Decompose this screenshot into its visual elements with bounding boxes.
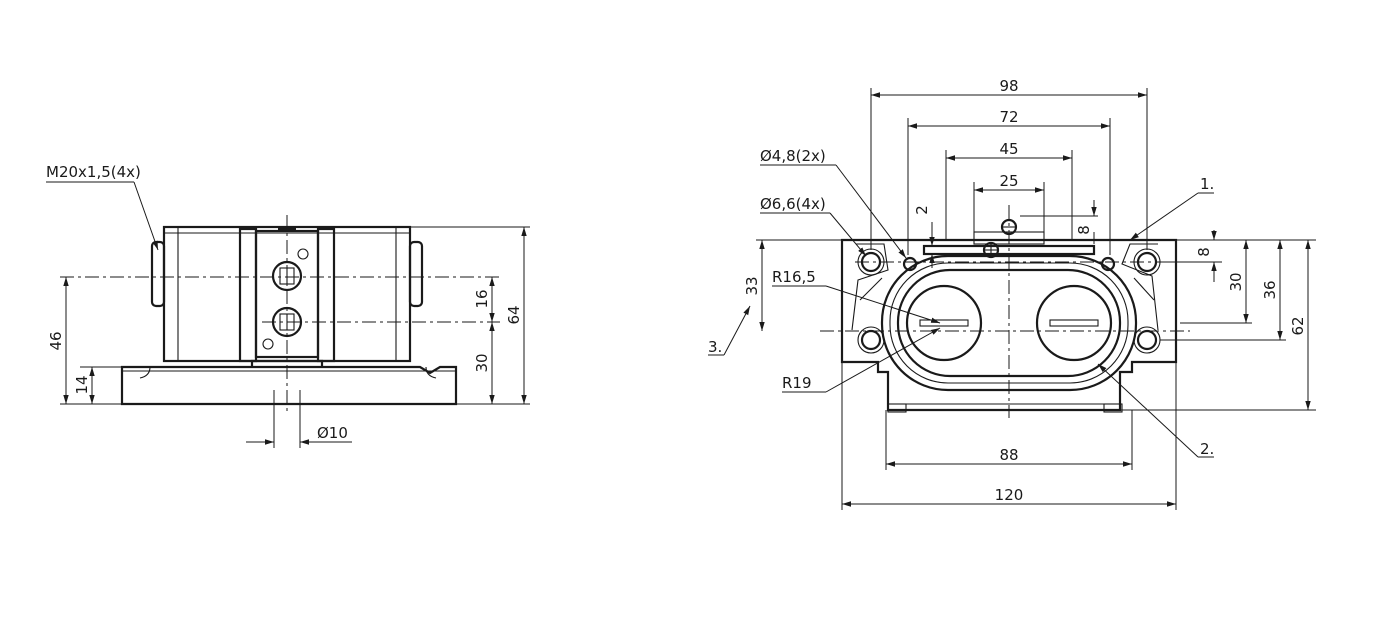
dim-16: 16 — [473, 289, 491, 308]
side-center-plate — [254, 229, 320, 359]
small-hole-left — [902, 256, 918, 272]
dim-120: 120 — [995, 486, 1024, 504]
dim-33: 33 — [743, 276, 761, 295]
dia-10: Ø10 — [317, 424, 348, 442]
dim-72: 72 — [999, 108, 1018, 126]
dim-45: 45 — [999, 140, 1018, 158]
mount-hole-bl — [860, 329, 882, 351]
dim-46: 46 — [47, 331, 65, 350]
dim-36: 36 — [1261, 280, 1279, 299]
side-base-plate — [120, 359, 458, 406]
radius-inner-label: R16,5 — [772, 268, 816, 286]
gland-right — [1035, 284, 1113, 362]
callout-3: 3. — [708, 338, 722, 356]
callout-1: 1. — [1200, 175, 1214, 193]
hole-large-label: Ø6,6(4x) — [760, 195, 826, 213]
side-view: M20x1,5(4x) 46 14 16 30 64 Ø10 — [46, 163, 530, 448]
radius-outer-label: R19 — [782, 374, 812, 392]
small-hole-right — [1100, 256, 1116, 272]
dim-14: 14 — [73, 375, 91, 394]
dim-25: 25 — [999, 172, 1018, 190]
front-view: 98 72 45 25 2 8 8 30 36 62 33 88 120 Ø4,… — [708, 77, 1316, 510]
dim-88: 88 — [999, 446, 1018, 464]
side-left-gland — [150, 240, 166, 308]
dim-64: 64 — [505, 305, 523, 324]
side-right-gland — [408, 240, 424, 308]
thread-label: M20x1,5(4x) — [46, 163, 141, 181]
dim-30-side: 30 — [473, 353, 491, 372]
hole-small-label: Ø4,8(2x) — [760, 147, 826, 165]
dim-8-right: 8 — [1195, 247, 1213, 257]
callout-2: 2. — [1200, 440, 1214, 458]
dim-8-top: 8 — [1075, 225, 1093, 235]
dim-62: 62 — [1289, 316, 1307, 335]
dim-30-front: 30 — [1227, 272, 1245, 291]
gland-left — [905, 284, 983, 362]
mount-hole-br — [1136, 329, 1158, 351]
dim-2: 2 — [913, 205, 931, 215]
dim-98: 98 — [999, 77, 1018, 95]
